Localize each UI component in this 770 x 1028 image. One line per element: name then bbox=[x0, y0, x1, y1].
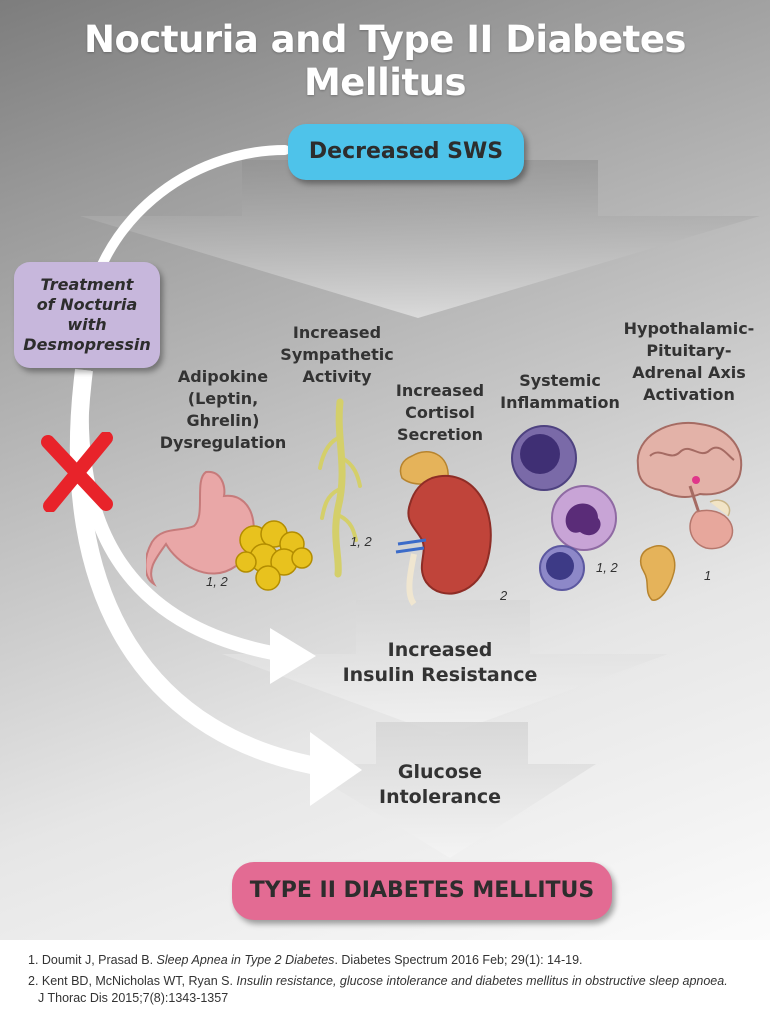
nerve-illustration bbox=[318, 398, 362, 578]
flow-arrows bbox=[80, 160, 760, 858]
insulin-resistance-label: Increased Insulin Resistance bbox=[342, 639, 538, 686]
stomach-fat-illustration bbox=[146, 470, 313, 591]
ref-adipokine: 1, 2 bbox=[206, 574, 228, 589]
treatment-label: Treatment of Nocturia with Desmopressin bbox=[23, 275, 151, 354]
arrowhead-insulin bbox=[270, 628, 316, 684]
glucose-intolerance-label: Glucose Intolerance bbox=[379, 761, 501, 808]
arrowhead-glucose bbox=[310, 732, 362, 806]
mechanism-label-cortisol: Increased Cortisol Secretion bbox=[395, 381, 485, 444]
mechanism-label-hpa: Hypothalamic- Pituitary- Adrenal Axis Ac… bbox=[623, 319, 755, 404]
references: 1. Doumit J, Prasad B. Sleep Apnea in Ty… bbox=[28, 952, 758, 1011]
decreased-sws-box: Decreased SWS bbox=[288, 124, 524, 180]
ref-hpa: 1 bbox=[704, 568, 712, 583]
type2-diabetes-box: TYPE II DIABETES MELLITUS bbox=[232, 862, 612, 920]
reference-2: 2. Kent BD, McNicholas WT, Ryan S. Insul… bbox=[28, 974, 728, 1005]
cross-icon bbox=[41, 432, 113, 512]
mechanism-label-sympathetic: Increased Sympathetic Activity bbox=[280, 323, 394, 386]
mechanism-label-adipokine: Adipokine (Leptin, Ghrelin) Dysregulatio… bbox=[159, 367, 287, 452]
reference-1: 1. Doumit J, Prasad B. Sleep Apnea in Ty… bbox=[28, 953, 583, 967]
funnel-arrow-top bbox=[80, 160, 760, 318]
ref-inflammation: 1, 2 bbox=[596, 560, 618, 575]
funnel-arrow-bottom bbox=[296, 722, 596, 858]
kidney-adrenal-illustration bbox=[395, 451, 492, 606]
page-title: Nocturia and Type II Diabetes Mellitus bbox=[84, 18, 686, 104]
immune-cells-illustration bbox=[511, 425, 617, 591]
funnel-arrow-middle bbox=[222, 600, 668, 736]
treatment-box: Treatment of Nocturia with Desmopressin bbox=[14, 262, 160, 368]
ref-cortisol: 2 bbox=[500, 588, 508, 603]
brain-hpa-illustration bbox=[636, 421, 743, 601]
ref-sympathetic: 1, 2 bbox=[350, 534, 372, 549]
mechanism-label-inflammation: Systemic Inflammation bbox=[500, 371, 620, 412]
